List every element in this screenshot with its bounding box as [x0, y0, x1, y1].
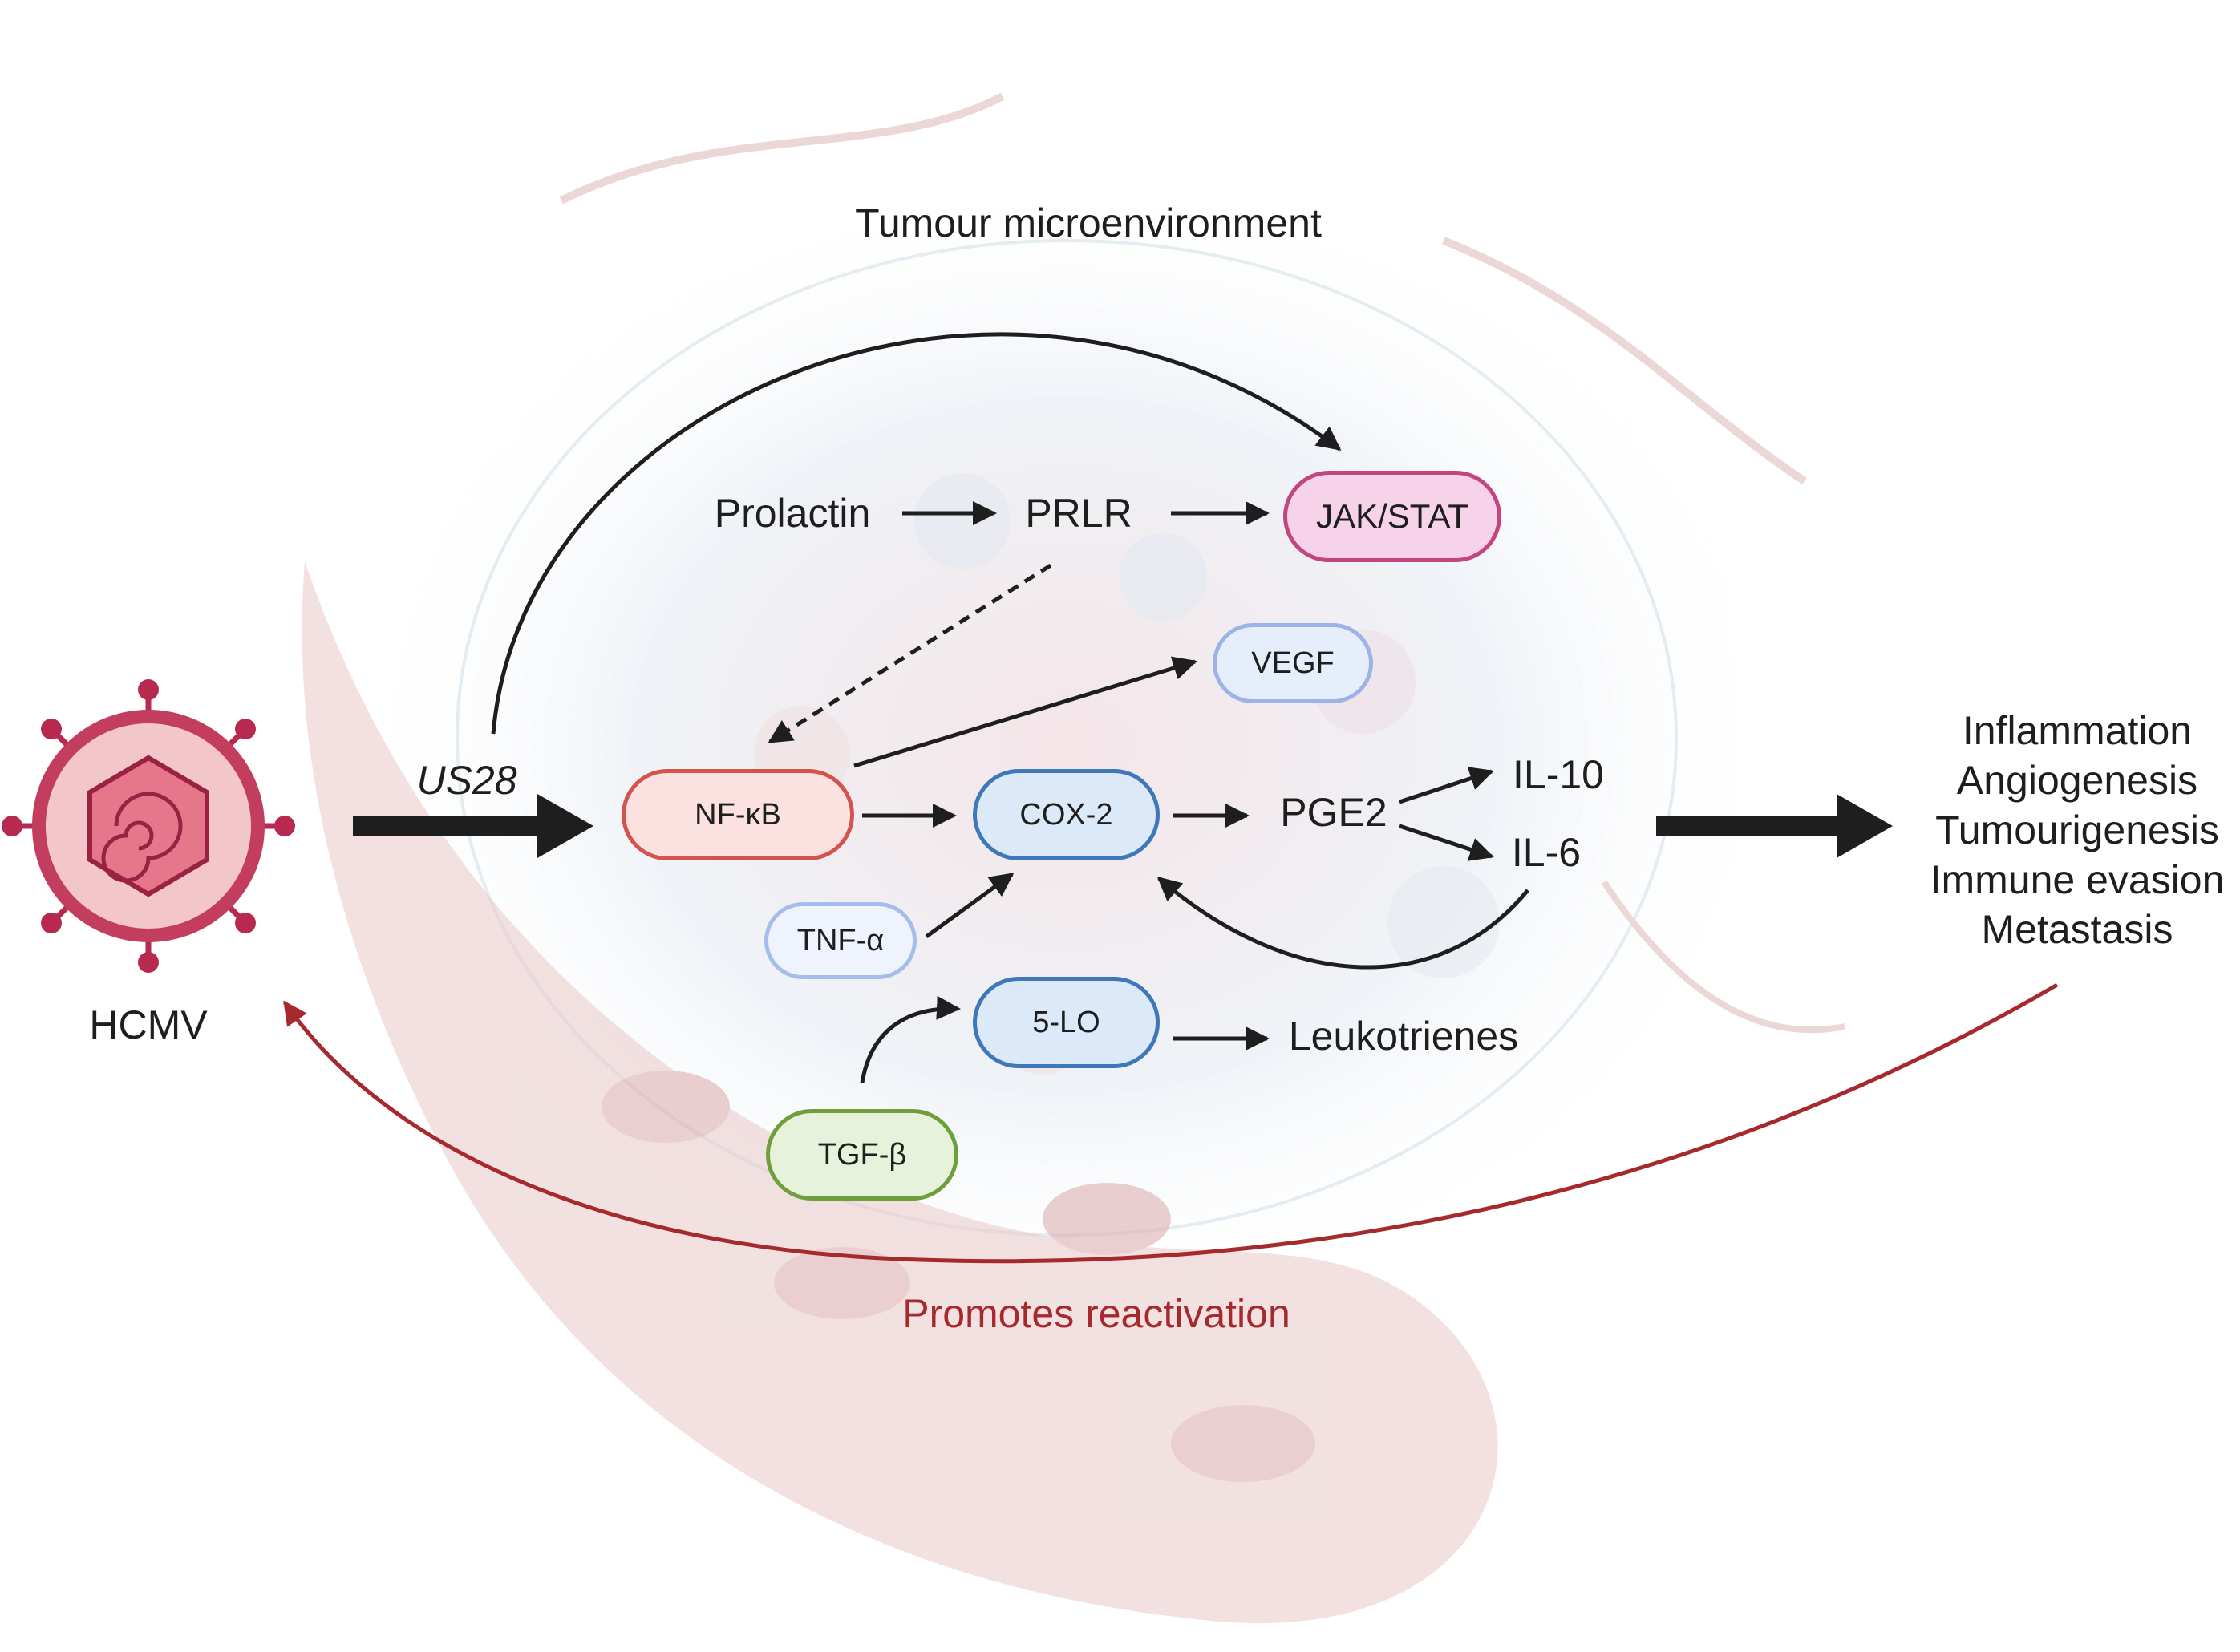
prlr-label: PRLR: [1025, 491, 1132, 536]
us28-label: US28: [416, 758, 517, 803]
hcmv-virus-icon: [2, 679, 295, 973]
prolactin-label: Prolactin: [714, 491, 871, 536]
vegf-node: VEGF: [1213, 623, 1373, 703]
il10-label: IL-10: [1513, 752, 1604, 797]
outcomes-list: Inflammation Angiogenesis Tumourigenesis…: [1930, 706, 2225, 954]
pge2-label: PGE2: [1280, 790, 1387, 835]
outcome-item: Angiogenesis: [1956, 758, 2198, 803]
arrow-tnfa-to-cox2: [925, 872, 1015, 939]
arrow-promotes-reactivation: [282, 982, 2059, 1264]
diagram-title: Tumour microenvironment: [855, 200, 1322, 245]
arrow-il6-to-cox2: [1156, 877, 1529, 970]
hcmv-label: HCMV: [89, 1002, 208, 1047]
il6-label: IL-6: [1511, 830, 1582, 875]
outcome-item: Metastasis: [1981, 907, 2173, 952]
outcome-item: Tumourigenesis: [1935, 808, 2219, 852]
5lo-node: 5-LO: [973, 977, 1160, 1068]
tgfb-node: TGF-β: [766, 1109, 958, 1201]
tnfa-node: TNF-α: [764, 902, 917, 979]
blood-vessel-background: [302, 561, 1498, 1624]
arrow-pge2-to-il6: [1399, 824, 1494, 861]
nfkb-node: NF-κB: [622, 769, 854, 860]
promotes-reactivation-label: Promotes reactivation: [902, 1291, 1290, 1336]
leukotrienes-label: Leukotrienes: [1288, 1014, 1519, 1059]
cox2-node: COX-2: [973, 769, 1160, 860]
outcome-item: Inflammation: [1962, 708, 2193, 753]
arrow-prlr-to-nfkb-dashed: [768, 563, 1052, 744]
arrow-nfkb-to-vegf: [853, 656, 1197, 768]
arrow-pge2-to-il10: [1399, 767, 1494, 804]
arrow-us28-to-jakstat: [491, 332, 1342, 735]
outcome-item: Immune evasion: [1930, 857, 2225, 902]
arrow-tgfb-to-5lo: [860, 995, 961, 1083]
jak-stat-node: JAK/STAT: [1283, 471, 1501, 562]
arrow-to-outcomes-head: [1837, 794, 1893, 858]
pathway-arrows: [353, 332, 1893, 1083]
arrow-hcmv-to-nfkb-head: [537, 794, 593, 858]
